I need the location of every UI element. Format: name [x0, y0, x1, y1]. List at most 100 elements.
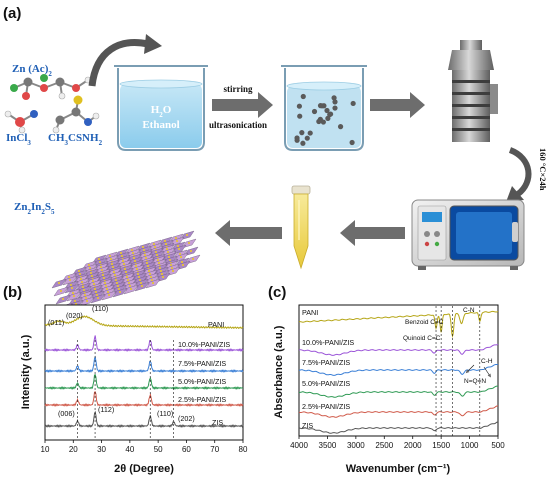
lattice-atom [99, 265, 103, 269]
x-tick-label: 1500 [432, 441, 450, 450]
lattice-atom [94, 290, 98, 294]
curved-arrow-icon [88, 39, 149, 87]
xrd-peak-labels-top: (011) (020) (110) [48, 304, 108, 327]
x-tick-label: 2500 [375, 441, 393, 450]
lattice-atom [100, 268, 104, 272]
lattice-atom [96, 296, 100, 300]
step-ultrasonication-label: ultrasonication [209, 120, 267, 130]
particle-dot [300, 140, 306, 146]
x-tick-label: 500 [491, 441, 505, 450]
lattice-atom [150, 278, 154, 282]
x-tick-label: 40 [125, 445, 134, 454]
lattice-atom [90, 274, 94, 278]
lattice-atom [111, 265, 115, 269]
panel-c-label: (c) [268, 284, 286, 301]
particle-dot [297, 113, 303, 119]
x-tick-label: 3000 [347, 441, 365, 450]
xrd-series-label: 7.5%-PANI/ZIS [178, 359, 226, 368]
particle-dot [332, 99, 338, 105]
lattice-atom [153, 245, 157, 249]
lattice-atom [125, 275, 129, 279]
annotation-quinoid: Quinoid C=C [403, 335, 441, 342]
lattice-atom [108, 254, 112, 258]
peak-label: (006) [58, 409, 75, 418]
lattice-atom [177, 247, 181, 251]
ftir-curve [298, 405, 499, 418]
zn2in2s5-crystal-structure [51, 230, 201, 313]
lattice-atom [113, 273, 117, 277]
reagent-indium-chloride: InCl3 [6, 132, 31, 147]
beaker-icon [114, 65, 208, 151]
ftir-series-labels: PANI10.0%-PANI/ZIS7.5%-PANI/ZIS5.0%-PANI… [302, 308, 354, 430]
lattice-atom [67, 275, 71, 279]
particle-dot [300, 93, 306, 100]
lattice-atom [164, 242, 168, 246]
lattice-atom [163, 239, 167, 243]
lattice-atom [127, 281, 131, 285]
curved-arrow-icon [508, 147, 532, 197]
peak-label: (020) [66, 311, 83, 320]
xrd-curve [44, 373, 244, 390]
lattice-atom [137, 275, 141, 279]
lattice-atom [105, 287, 109, 291]
xrd-series-label: PANI [208, 320, 224, 329]
lattice-atom [116, 284, 120, 288]
lattice-atom [104, 284, 108, 288]
particle-dot [307, 130, 313, 136]
lattice-atom [165, 247, 169, 251]
lattice-atom [167, 255, 171, 259]
lattice-atom [120, 254, 124, 258]
xrd-curve [45, 315, 244, 330]
lattice-atom [149, 275, 153, 279]
centrifuge-tube-icon [291, 185, 311, 270]
lattice-atom [142, 248, 146, 252]
lattice-atom [68, 278, 72, 282]
lattice-atom [155, 253, 159, 257]
ftir-reference-lines [435, 306, 481, 436]
arrow-left-icon [340, 220, 405, 246]
lattice-atom [85, 299, 89, 303]
xrd-curve [44, 355, 244, 373]
lattice-atom [152, 242, 156, 246]
particle-dot [324, 107, 330, 114]
lattice-atom [84, 296, 88, 300]
x-tick-label: 30 [97, 445, 106, 454]
ftir-curve [298, 310, 499, 339]
lattice-atom [73, 299, 77, 303]
lattice-atom [143, 253, 147, 257]
lattice-atom [189, 249, 193, 253]
lattice-atom [89, 271, 93, 275]
lattice-atom [169, 263, 173, 267]
ftir-curve [298, 363, 499, 376]
particle-dot [294, 137, 300, 143]
ftir-curve [298, 343, 499, 356]
arrow-left-icon [215, 220, 282, 246]
lattice-atom [101, 273, 105, 277]
product-label: Zn2In2S5 [14, 201, 55, 216]
ftir-curve [298, 421, 499, 434]
particle-dot [296, 103, 302, 109]
lattice-atom [159, 269, 163, 273]
ftir-series-label: 5.0%-PANI/ZIS [302, 379, 350, 388]
lattice-atom [170, 266, 174, 270]
peak-label: (110) [92, 304, 108, 313]
lattice-atom [160, 272, 164, 276]
lattice-atom [158, 266, 162, 270]
lattice-atom [135, 267, 139, 271]
peak-label: (110) [157, 409, 173, 418]
lattice-atom [122, 262, 126, 266]
arrow-right-icon [370, 92, 425, 118]
beaker-with-particles-icon [281, 65, 367, 151]
particle-dot [350, 100, 356, 107]
lattice-atom [171, 269, 175, 273]
lattice-atom [117, 287, 121, 291]
particle-dot [304, 135, 310, 141]
lattice-atom [59, 289, 63, 293]
lattice-atom [118, 290, 122, 294]
lattice-atom [134, 264, 138, 268]
lattice-atom [175, 239, 179, 243]
x-tick-label: 60 [182, 445, 191, 454]
